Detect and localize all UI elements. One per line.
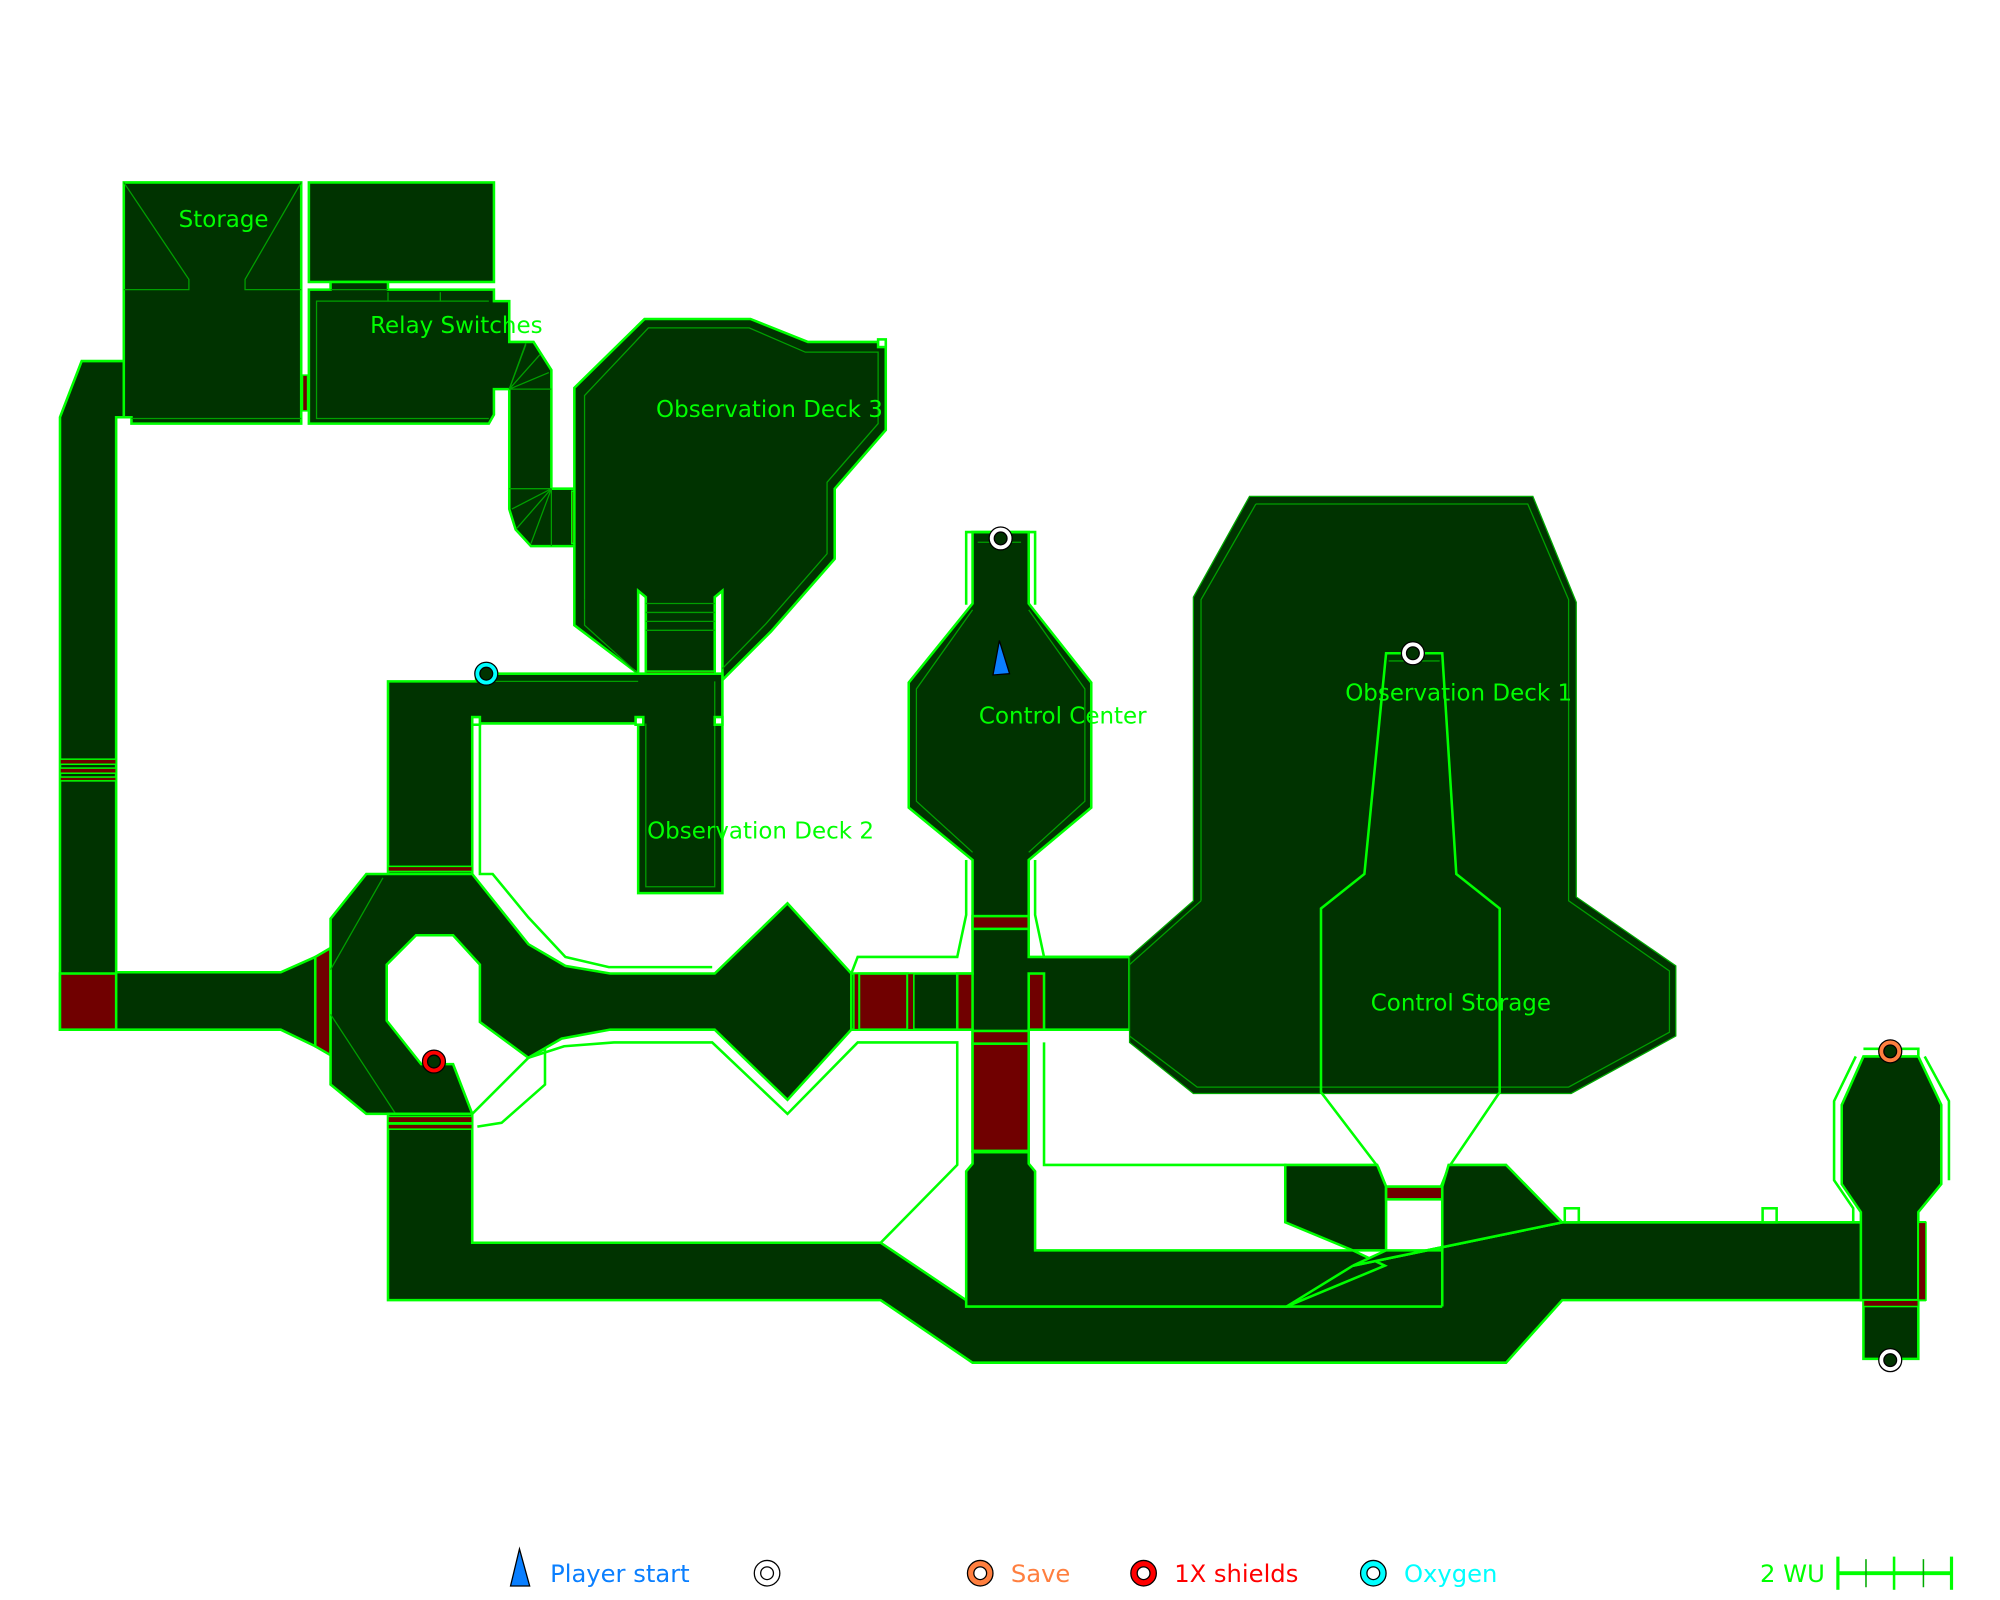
room-control-center <box>850 530 1287 1167</box>
door-cc-south-b[interactable] <box>971 1042 1030 1153</box>
door-cc-west-b[interactable] <box>853 972 860 1031</box>
door-west-ring[interactable] <box>313 945 332 1058</box>
room-east-wing <box>1832 1047 1951 1361</box>
door-west-corner[interactable] <box>58 972 118 1031</box>
door-cc-west-d[interactable] <box>955 972 974 1031</box>
label-observation-deck-2: Observation Deck 2 <box>647 818 874 844</box>
door-east-wing-south[interactable] <box>1862 1299 1920 1308</box>
label-control-center: Control Center <box>979 703 1147 729</box>
door-west-grate-3[interactable] <box>59 776 117 782</box>
legend-item-icon <box>753 1559 781 1587</box>
door-west-grate-2[interactable] <box>59 767 117 774</box>
legend-player-start-icon <box>509 1546 531 1587</box>
save-marker[interactable] <box>1878 1039 1903 1064</box>
label-storage: Storage <box>179 207 269 233</box>
legend: Player start Save 1X shields Oxygen 2 WU <box>509 1546 1954 1590</box>
door-cc-north[interactable] <box>971 914 1030 931</box>
label-relay-switches: Relay Switches <box>370 313 542 339</box>
markers <box>421 526 1903 1373</box>
room-west-ring <box>329 859 968 1244</box>
label-observation-deck-3: Observation Deck 3 <box>656 397 883 423</box>
south-loop <box>386 1112 1926 1364</box>
door-cc-west-a[interactable] <box>857 972 909 1031</box>
legend-shields-icon <box>1130 1559 1157 1587</box>
room-control-storage <box>1283 1163 1778 1307</box>
west-corridor <box>58 359 332 1058</box>
scale-label: 2 WU <box>1760 1559 1825 1588</box>
legend-oxygen-icon <box>1359 1559 1387 1587</box>
door-west-grate-1[interactable] <box>59 758 117 766</box>
item-marker-observation-deck-1[interactable] <box>1400 641 1426 666</box>
legend-oxygen-label: Oxygen <box>1404 1559 1497 1588</box>
door-cc-west-c[interactable] <box>906 972 915 1031</box>
label-control-storage: Control Storage <box>1371 991 1551 1017</box>
door-ring-south-a[interactable] <box>387 1115 474 1124</box>
shields-marker[interactable] <box>421 1049 447 1074</box>
door-storage-relay-a[interactable] <box>301 374 309 412</box>
room-observation-deck-1 <box>1128 495 1677 1188</box>
player-start-marker[interactable] <box>992 640 1011 676</box>
door-east-wing-side[interactable] <box>1917 1221 1927 1301</box>
legend-save-label: Save <box>1011 1559 1071 1588</box>
door-obs2-ring[interactable] <box>387 865 474 873</box>
item-marker-east-wing[interactable] <box>1878 1348 1903 1373</box>
label-observation-deck-1: Observation Deck 1 <box>1345 680 1572 706</box>
room-observation-deck-3 <box>573 317 888 684</box>
room-relay-switches <box>307 181 581 548</box>
legend-shields-label: 1X shields <box>1174 1559 1298 1588</box>
item-marker-control-center[interactable] <box>988 526 1013 551</box>
oxygen-marker[interactable] <box>474 661 499 686</box>
room-storage <box>122 181 315 425</box>
door-ring-south-b[interactable] <box>387 1123 474 1130</box>
legend-save-icon <box>966 1559 994 1587</box>
room-labels: Storage Relay Switches Observation Deck … <box>179 207 1572 1016</box>
scale-bar <box>1836 1556 1954 1590</box>
door-cc-east[interactable] <box>1027 972 1046 1031</box>
obs3-pillar <box>876 338 888 349</box>
legend-player-start-label: Player start <box>550 1559 690 1588</box>
door-cc-south-a[interactable] <box>971 1029 1030 1045</box>
door-control-storage[interactable] <box>1384 1185 1444 1201</box>
